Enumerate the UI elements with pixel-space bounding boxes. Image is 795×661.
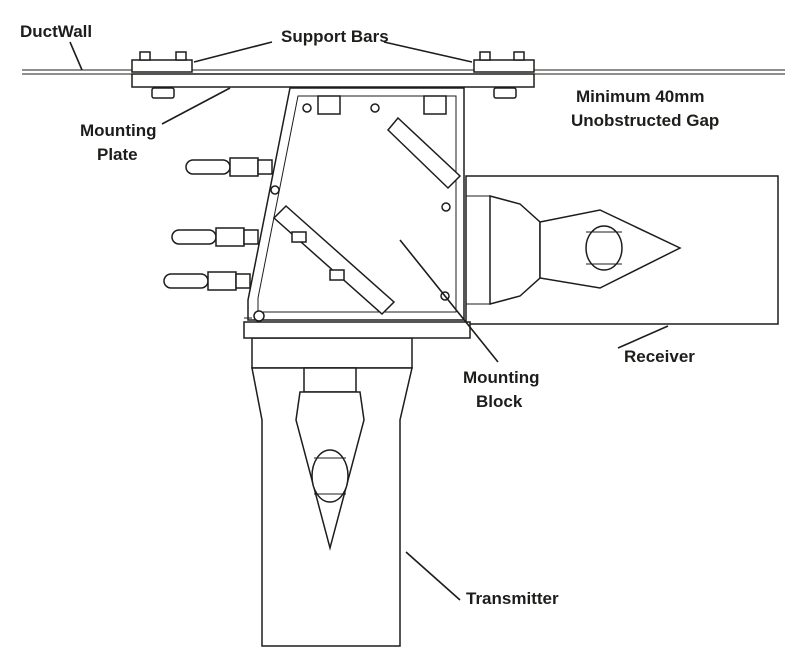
label-receiver: Receiver bbox=[624, 347, 695, 366]
leader-transmitter bbox=[405, 551, 461, 601]
support-bar-right bbox=[473, 51, 535, 99]
label-mounting-plate-line1: Mounting bbox=[80, 121, 156, 140]
label-transmitter: Transmitter bbox=[466, 589, 559, 608]
leader-support-bar-left bbox=[193, 41, 273, 63]
transmitter-unit bbox=[251, 337, 413, 647]
label-mounting-plate-line2: Plate bbox=[97, 145, 138, 164]
leader-mounting-block bbox=[399, 239, 499, 363]
label-gap-line1: Minimum 40mm bbox=[576, 87, 704, 106]
leader-mounting-plate bbox=[161, 87, 231, 125]
label-gap-line2: Unobstructed Gap bbox=[571, 111, 719, 130]
connector-middle bbox=[171, 227, 259, 247]
label-duct-wall: DuctWall bbox=[20, 22, 92, 41]
receiver-unit bbox=[465, 175, 779, 325]
leader-duct-wall bbox=[69, 41, 83, 71]
connector-top bbox=[185, 157, 273, 177]
mounting-plate bbox=[131, 73, 535, 88]
label-mounting-block-line1: Mounting bbox=[463, 368, 539, 387]
support-bar-left bbox=[131, 51, 193, 99]
connector-bottom bbox=[163, 271, 251, 291]
mounting-block bbox=[243, 87, 471, 339]
label-support-bars: Support Bars bbox=[281, 27, 389, 46]
label-mounting-block-line2: Block bbox=[476, 392, 523, 411]
leader-support-bar-right bbox=[383, 41, 473, 63]
leader-receiver bbox=[617, 325, 669, 349]
